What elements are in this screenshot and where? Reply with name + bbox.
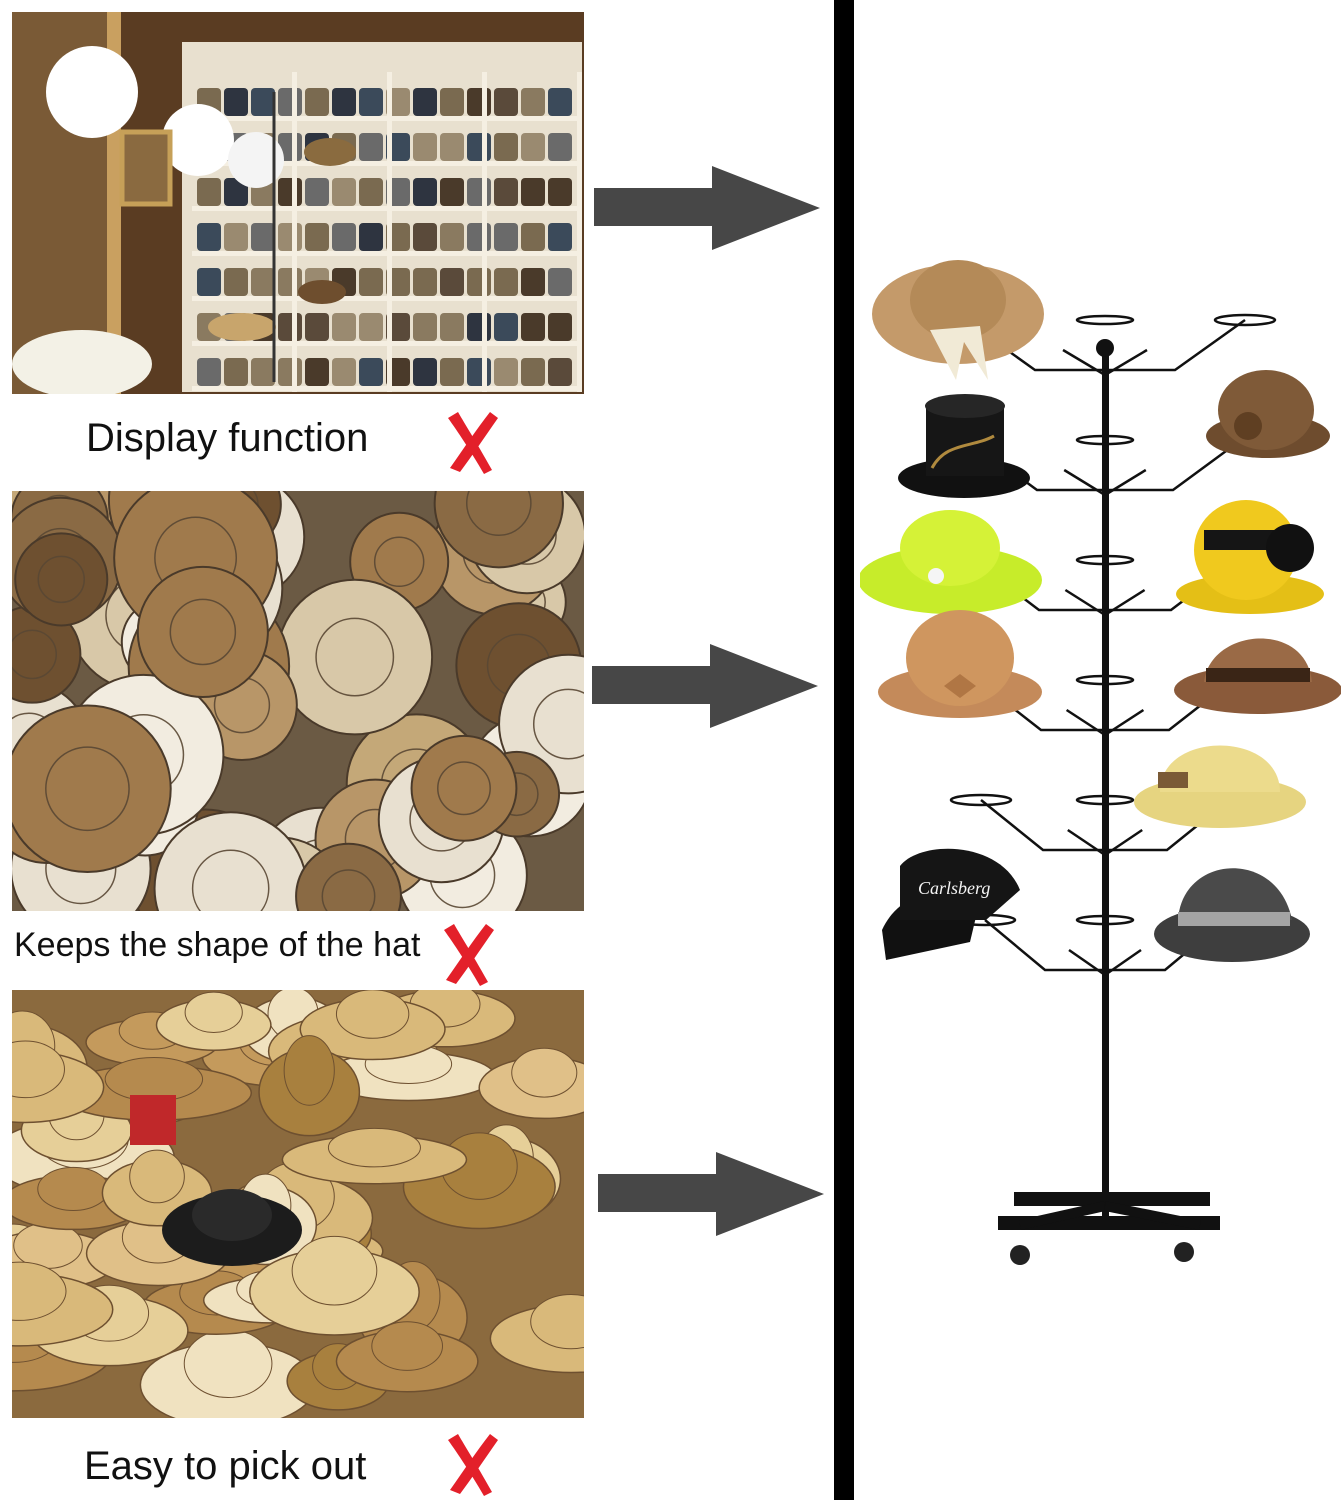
- caption-easy-pick-out: Easy to pick out: [84, 1444, 367, 1488]
- cap-logo-text: Carlsberg: [918, 878, 990, 898]
- right-arrow-icon: [598, 1152, 824, 1236]
- pith-helmet-hat: [1134, 745, 1306, 828]
- caption-keeps-shape: Keeps the shape of the hat: [14, 926, 421, 964]
- hat-pile-photo: [12, 990, 584, 1418]
- hat-wall-photo: [12, 491, 584, 911]
- black-top-hat: [898, 394, 1030, 498]
- red-x-icon: [444, 924, 494, 986]
- hat-rack-product: Carlsberg: [860, 230, 1341, 1290]
- yellow-cloche-hat: [1176, 500, 1324, 614]
- red-x-icon: [448, 412, 498, 474]
- vertical-divider: [834, 0, 854, 1500]
- straw-sun-hat: [872, 260, 1044, 380]
- camel-bowler-hat: [878, 610, 1042, 718]
- brown-fedora-hat: [1174, 638, 1341, 714]
- grey-fedora-hat: [1154, 868, 1310, 962]
- brown-cloche-hat: [1206, 370, 1330, 458]
- caption-display-function: Display function: [86, 416, 369, 460]
- right-arrow-icon: [594, 166, 820, 250]
- black-baseball-cap: Carlsberg: [882, 848, 1020, 960]
- right-arrow-icon: [592, 644, 818, 728]
- hat-shop-photo: [12, 12, 584, 394]
- lime-straw-hat: [860, 510, 1042, 614]
- red-x-icon: [448, 1434, 498, 1496]
